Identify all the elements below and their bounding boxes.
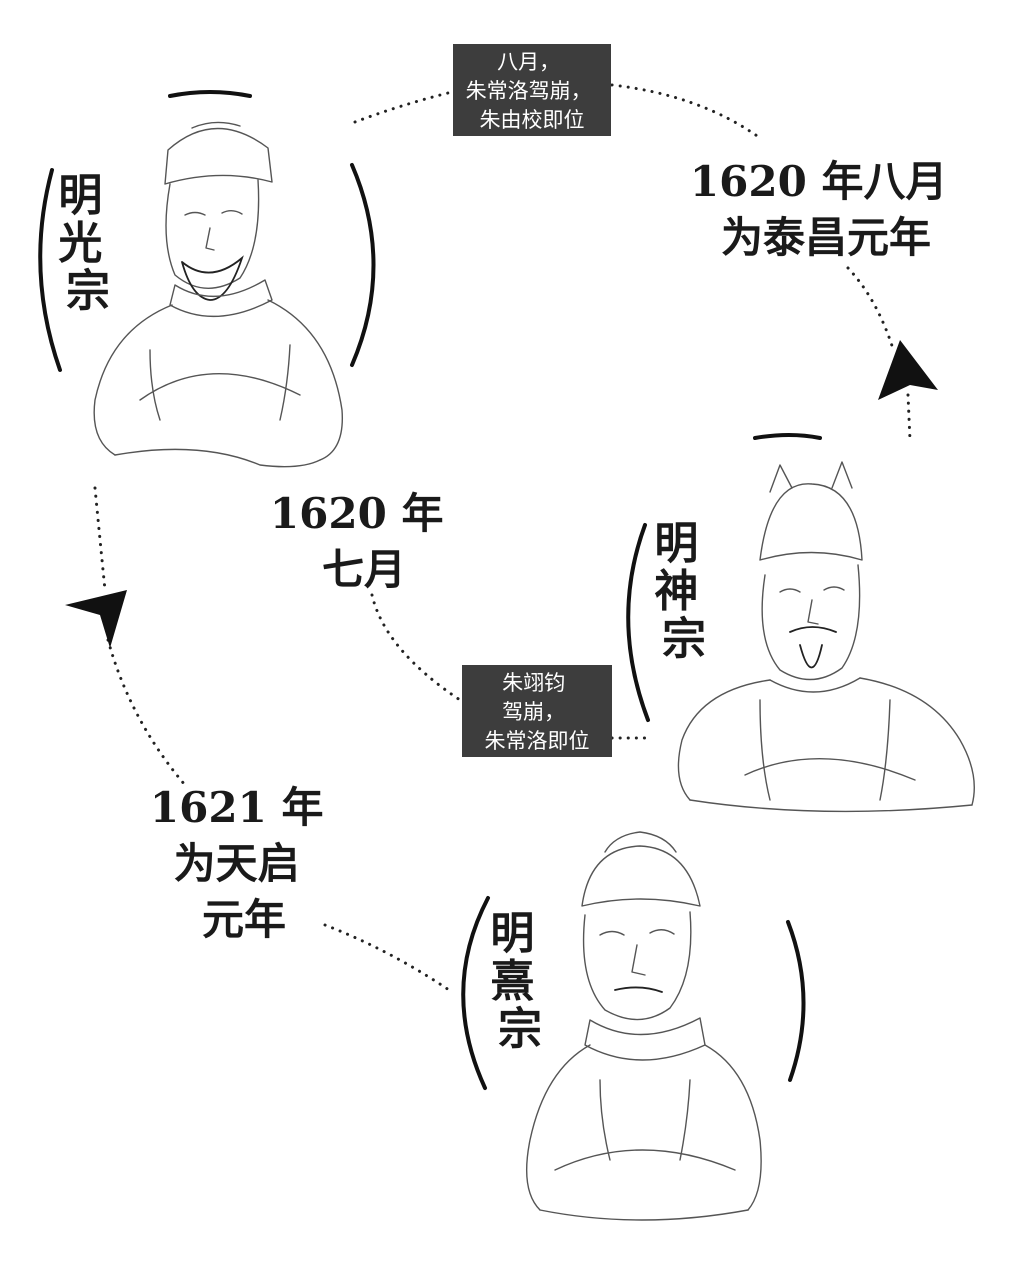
arrow-up-icon [878,340,938,400]
shenzong-char-1: 明 [654,518,698,569]
path-tianqi-to-xizong [323,923,454,994]
event-box-august-bg [453,44,611,136]
shenzong-portrait [677,461,975,813]
xizong-char-3: 宗 [498,1004,542,1055]
tianqi-line-3: 元年 [202,895,286,944]
taichang-era-label: 1620 年八月 为泰昌元年 [690,157,962,262]
xizong-portrait [525,831,762,1221]
guangzong-name: 明 光 宗 [58,170,117,317]
event-box-august: 八月， 朱常洛驾崩， 朱由校即位 [453,44,611,136]
xizong-name: 明 熹 宗 [490,908,549,1055]
path-taichang-to-arrow [846,266,896,354]
guangzong-char-3: 宗 [66,266,110,317]
event-box-wanli: 朱翊钧 驾崩， 朱常洛即位 [462,665,612,757]
xizong-brackets [461,896,806,1090]
path-box-to-right [610,83,762,140]
xizong-char-2: 熹 [490,956,534,1007]
tianqi-line-2: 为天启 [174,839,300,888]
july-line-2: 七月 [322,545,406,594]
tianqi-line-1: 1621 年 [150,783,324,832]
path-arrow-to-tianqi [106,638,187,787]
event-box-wanli-bg [462,665,612,757]
event-wanli-text: 朱翊钧 驾崩， 朱常洛即位 [485,671,590,753]
arrow-down-icon [65,590,127,648]
event-wanli-line-2: 驾崩， [502,700,565,724]
shenzong-name: 明 神 宗 [654,518,713,665]
path-july-to-box [370,593,462,702]
shenzong-brackets [626,433,822,722]
taichang-line-2: 为泰昌元年 [721,213,931,262]
shenzong-char-2: 神 [654,566,698,617]
event-august-line-1: 八月， [497,50,560,74]
july-1620-label: 1620 年 七月 [270,489,458,594]
path-guangzong-to-taichang [353,90,454,124]
event-wanli-line-1: 朱翊钧 [502,671,565,695]
guangzong-char-1: 明 [58,170,102,221]
event-august-text: 八月， 朱常洛驾崩， 朱由校即位 [466,50,599,132]
tianqi-era-label: 1621 年 为天启 元年 [150,783,338,944]
guangzong-portrait [93,121,344,468]
taichang-line-1: 1620 年八月 [690,157,948,206]
path-guangzong-down [93,486,107,592]
shenzong-char-3: 宗 [662,614,706,665]
guangzong-brackets [38,90,376,372]
guangzong-char-2: 光 [58,218,102,269]
july-line-1: 1620 年 [270,489,444,538]
xizong-char-1: 明 [490,908,534,959]
event-august-line-3: 朱由校即位 [480,108,585,132]
event-august-line-2: 朱常洛驾崩， [466,79,592,103]
path-arrow-to-shenzong [906,393,912,442]
event-wanli-line-3: 朱常洛即位 [485,729,590,753]
